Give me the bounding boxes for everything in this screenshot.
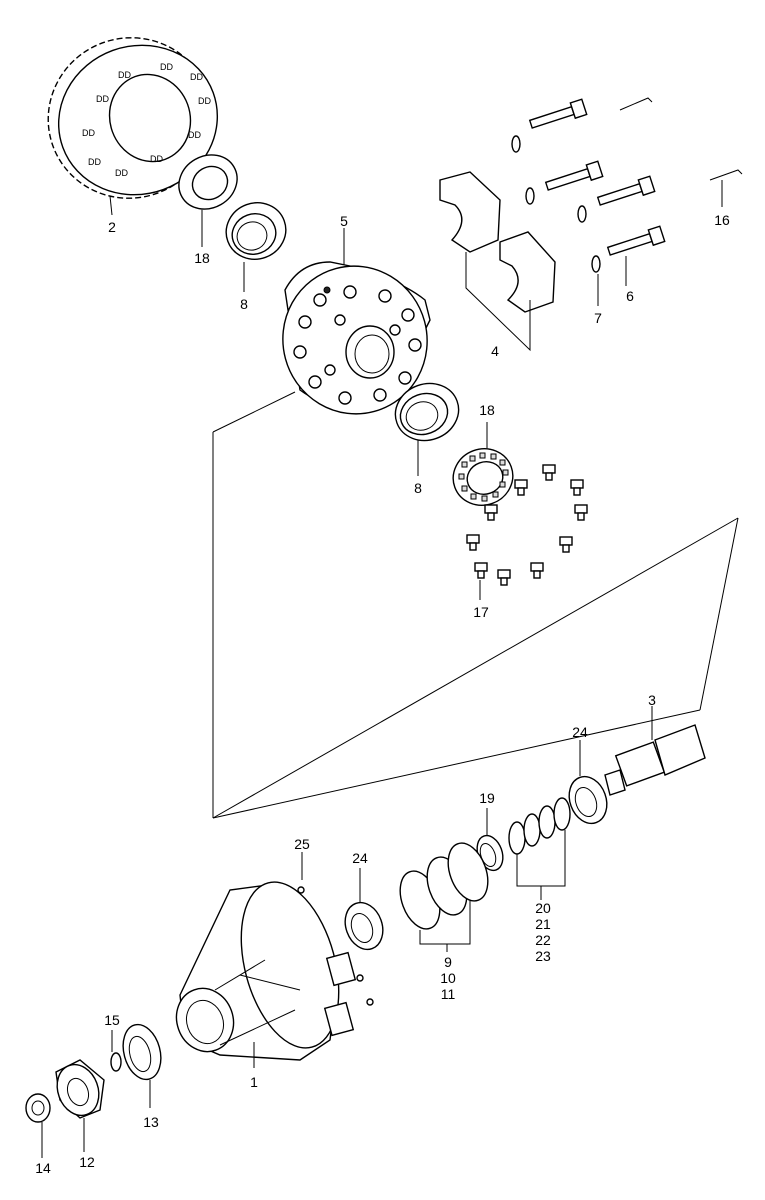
callout-24-left: 24 (352, 850, 368, 866)
callout-11: 11 (440, 986, 456, 1002)
callout-19: 19 (479, 790, 495, 806)
case-bolt-holes (293, 285, 422, 405)
seal-part-13 (122, 1023, 162, 1081)
cotter-pins-part-16 (619, 97, 743, 181)
washers-part-7 (511, 135, 601, 273)
callout-2: 2 (108, 219, 116, 235)
companion-flange-part-12 (55, 1059, 105, 1119)
callout-7: 7 (594, 310, 602, 326)
cap-bolts-part-6 (528, 98, 666, 256)
callout-21: 21 (535, 916, 551, 932)
callout-10: 10 (440, 970, 456, 986)
o-ring-part-15 (110, 1052, 122, 1072)
callout-3: 3 (648, 692, 656, 708)
bearing-part-24-left (344, 901, 384, 951)
bearing-part-8-middle (394, 382, 460, 442)
carrier-housing-part-1 (175, 881, 357, 1061)
gear-mark: DD (88, 157, 101, 167)
callout-18-top: 18 (194, 250, 210, 266)
gear-mark: DD (115, 168, 128, 178)
callout-15: 15 (104, 1012, 120, 1028)
shims-parts-9-11 (399, 842, 489, 930)
gear-mark: DD (188, 130, 201, 140)
nut-part-14 (25, 1093, 51, 1123)
gear-mark: DD (150, 154, 163, 164)
pinion-gear-part-3 (604, 724, 706, 796)
callout-24-right: 24 (572, 724, 588, 740)
tone-ring-part-18-middle (452, 448, 514, 506)
gear-mark: DD (190, 72, 203, 82)
bearing-part-8-top (225, 202, 287, 260)
ring-gear-bolt-marks: DD DD DD DD DD DD DD DD DD DD (82, 62, 211, 178)
bearing-caps-part-4 (439, 171, 556, 313)
gear-mark: DD (96, 94, 109, 104)
callout-17: 17 (473, 604, 489, 620)
differential-case-part-5 (282, 261, 431, 415)
callout-16: 16 (714, 212, 730, 228)
bearing-part-24-right (568, 775, 608, 825)
shims-parts-20-23 (508, 797, 571, 855)
gear-mark: DD (82, 128, 95, 138)
flange-bolts-part-17 (466, 464, 588, 586)
callout-8-middle: 8 (414, 480, 422, 496)
callout-13: 13 (143, 1114, 159, 1130)
callout-6: 6 (626, 288, 634, 304)
callout-9: 9 (444, 954, 452, 970)
callout-20: 20 (535, 900, 551, 916)
ring-gear-part-2: DD DD DD DD DD DD DD DD DD DD (47, 37, 219, 199)
callout-8-top: 8 (240, 296, 248, 312)
callout-4: 4 (491, 343, 499, 359)
callout-5: 5 (340, 213, 348, 229)
tone-ring-part-18 (178, 154, 238, 210)
callout-14: 14 (35, 1160, 51, 1176)
gear-mark: DD (160, 62, 173, 72)
callout-18-middle: 18 (479, 402, 495, 418)
gear-mark: DD (198, 96, 211, 106)
gear-mark: DD (118, 70, 131, 80)
callout-25: 25 (294, 836, 310, 852)
callout-23: 23 (535, 948, 551, 964)
callout-22: 22 (535, 932, 551, 948)
callout-1: 1 (250, 1074, 258, 1090)
callout-12: 12 (79, 1154, 95, 1170)
